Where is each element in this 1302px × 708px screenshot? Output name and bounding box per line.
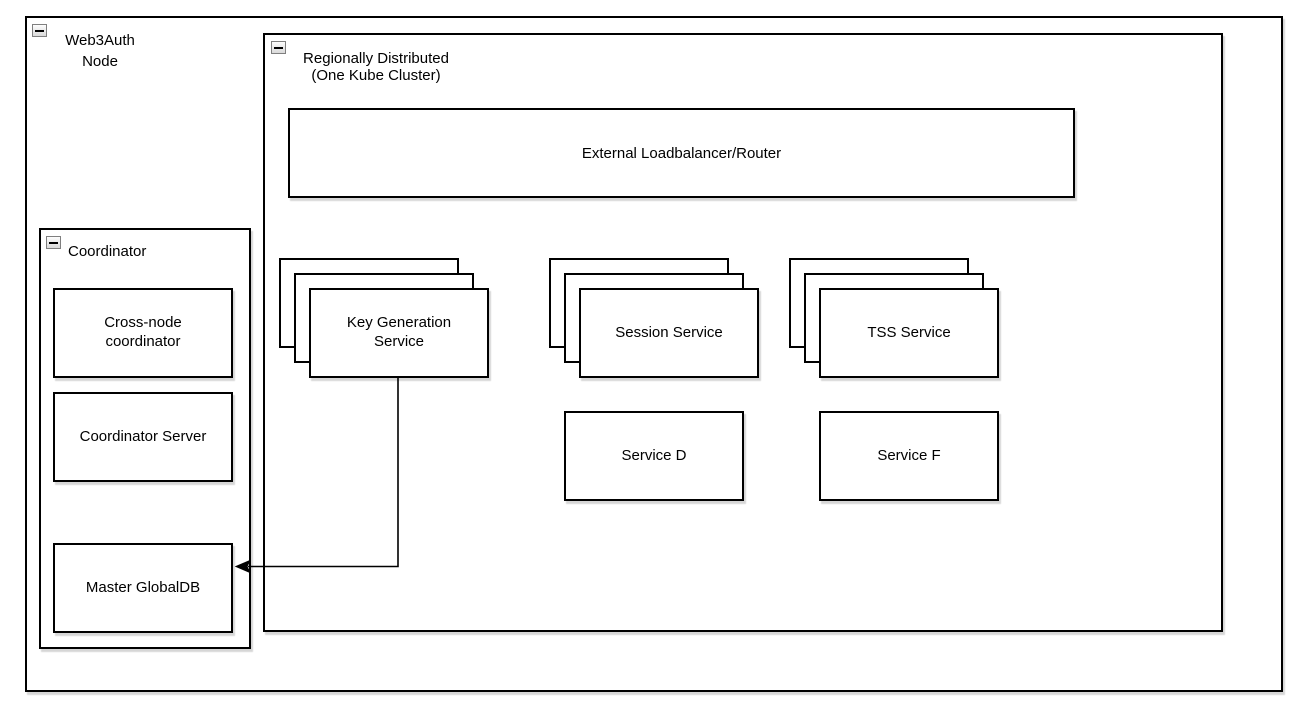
node-tss-service[interactable]: TSS Service [819, 288, 999, 378]
stack-key-generation-service: Key Generation Service [279, 258, 491, 380]
node-external-loadbalancer-label: External Loadbalancer/Router [581, 144, 782, 162]
node-key-generation-service[interactable]: Key Generation Service [309, 288, 489, 378]
node-master-globaldb-label: Master GlobalDB [85, 578, 201, 596]
minus-icon [274, 46, 283, 49]
node-external-loadbalancer[interactable]: External Loadbalancer/Router [288, 108, 1075, 198]
minus-icon [35, 29, 44, 32]
container-web3auth-node-label: Web3Auth Node [65, 32, 135, 70]
stack-session-service: Session Service [549, 258, 761, 380]
node-service-d-label: Service D [621, 446, 687, 464]
node-session-service[interactable]: Session Service [579, 288, 759, 378]
node-service-f-label: Service F [877, 446, 941, 464]
container-regionally-distributed[interactable]: Regionally Distributed (One Kube Cluster… [263, 33, 1223, 632]
collapse-minus-icon[interactable] [46, 236, 61, 249]
container-coordinator[interactable]: Coordinator Cross-node coordinator Coord… [39, 228, 251, 649]
node-cross-node-coordinator-label: Cross-node coordinator [104, 314, 182, 350]
node-key-generation-service-label: Key Generation Service [346, 314, 452, 350]
node-coordinator-server[interactable]: Coordinator Server [53, 392, 233, 482]
node-service-d[interactable]: Service D [564, 411, 744, 501]
container-coordinator-label: Coordinator [68, 243, 147, 260]
node-session-service-label: Session Service [615, 323, 723, 341]
node-tss-service-label: TSS Service [867, 323, 951, 341]
node-coordinator-server-label: Coordinator Server [79, 427, 207, 445]
container-regionally-distributed-label: Regionally Distributed (One Kube Cluster… [303, 50, 449, 84]
node-cross-node-coordinator[interactable]: Cross-node coordinator [53, 288, 233, 378]
node-service-f[interactable]: Service F [819, 411, 999, 501]
stack-tss-service: TSS Service [789, 258, 1001, 380]
node-master-globaldb[interactable]: Master GlobalDB [53, 543, 233, 633]
minus-icon [49, 241, 58, 244]
collapse-minus-icon[interactable] [271, 41, 286, 54]
collapse-minus-icon[interactable] [32, 24, 47, 37]
